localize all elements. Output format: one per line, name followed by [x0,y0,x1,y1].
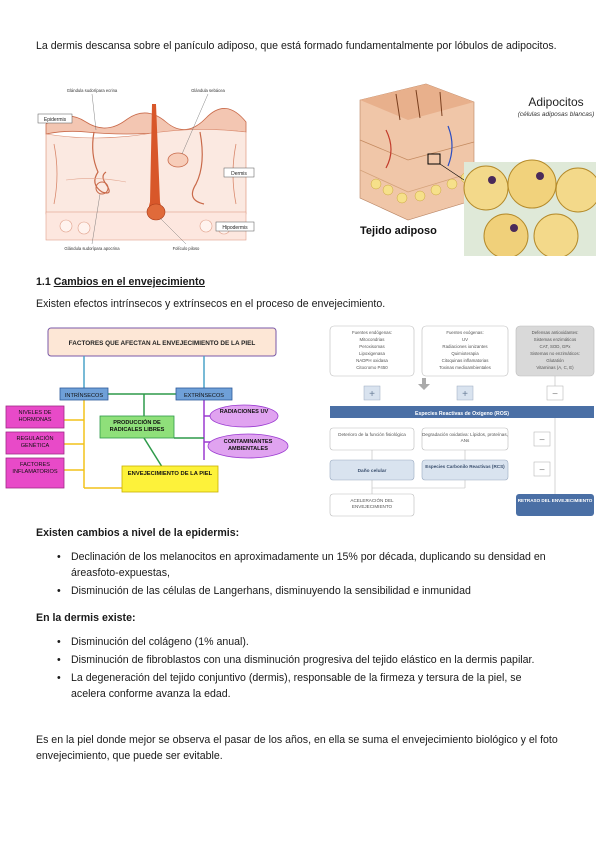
exogenous-item: Citoquinas inflamatorias [442,358,490,363]
minus-lower: − [539,465,545,476]
plus-exogenous: + [462,389,468,400]
label-hypodermis: Hipodermis [222,225,248,231]
aging-acceleration: ACELERACIÓN DEL ENVEJECIMIENTO [350,498,394,509]
exogenous-title: Fuentes exógenas: [446,330,483,335]
inflammatory-label: FACTORES INFLAMATORIOS [12,462,58,475]
dermis-heading: En la dermis existe: [36,612,136,624]
adipocytes-subtitle: (células adiposas blancas) [518,111,595,118]
epidermis-list: Declinación de los melanocitos en aproxi… [36,549,556,601]
antioxidant-item: Sistemas no enzimáticos: [530,351,580,356]
physiological-decline: Deterioro de la función fisiológica [338,432,406,437]
adipose-tissue-figure: Adipocitos (células adiposas blancas) Te… [356,80,596,256]
section-title: Cambios en el envejecimiento [53,276,205,288]
label-epidermis: Epidermis [44,117,67,123]
skin-structure-figure: Epidermis Dermis Hipodermis Glándula sud… [36,84,274,256]
minus-antioxidant: − [552,389,558,400]
antioxidant-item: CAT, SOD, GPx [540,344,572,349]
exogenous-item: UV [462,337,468,342]
antioxidant-title: Defensas antioxidantes: [532,330,579,335]
rcs-box: Especies Carbonilo Reactivas (RCS) [425,464,505,469]
list-item: Declinación de los melanocitos en aproxi… [36,549,556,581]
intrinsic-label: INTRÍNSECOS [65,392,103,399]
endogenous-item: Peroxisomas [359,344,385,349]
list-item: Disminución del colágeno (1% anual). [36,634,556,650]
endogenous-item: Citocromo P450 [356,365,388,370]
aging-factors-diagram: FACTORES QUE AFECTAN AL ENVEJECIMIENTO D… [4,320,294,498]
cell-damage-box: Daño celular [358,468,387,474]
oxidative-degradation: Degradación oxidativa: Lípidos, proteína… [422,432,508,443]
label-sebaceous-gland: Glándula sebácea [191,88,225,93]
ros-bar-label: Especies Reactivas de Oxígeno (ROS) [415,411,509,417]
intro-paragraph: La dermis descansa sobre el panículo adi… [36,40,557,52]
list-item: La degeneración del tejido conjuntivo (d… [36,670,556,702]
list-item: Disminución de fibroblastos con una dism… [36,652,556,668]
antioxidant-item: Glutatión [546,358,564,363]
endogenous-item: NADPH oxidasa [356,358,388,363]
exogenous-item: Quimioterapia [451,351,479,356]
endogenous-title: Fuentes endógenas: [352,330,392,335]
extrinsic-label: EXTRÍNSECOS [184,392,224,399]
aging-outcome-label: ENVEJECIMIENTO DE LA PIEL [127,471,213,477]
minus-middle: − [539,435,545,446]
epidermis-heading: Existen cambios a nivel de la epidermis: [36,527,240,539]
aging-delay: RETRASO DEL ENVEJECIMIENTO [517,498,593,503]
label-hair-follicle: Folículo piloso [173,246,200,251]
list-item: Disminución de las células de Langerhans… [36,583,556,599]
uv-label: RADIACIONES UV [219,409,269,415]
label-eccrine-gland: Glándula sudorípara ecrina [67,88,118,93]
antioxidant-item: Vitaminas (A, C, E) [536,365,574,370]
pollutants-label: CONTAMINANTES AMBIENTALES [223,439,273,452]
endogenous-item: Mitocondrias [360,337,386,342]
section-heading: 1.1 Cambios en el envejecimiento [36,276,205,288]
endogenous-item: Lipoxigenasa [359,351,385,356]
exogenous-item: Radiaciones ionizantes [442,344,488,349]
ros-aging-diagram: Fuentes endógenas: Mitocondrias Peroxiso… [326,322,596,518]
label-apocrine-gland: Glándula sudorípara apocrina [64,246,120,251]
exogenous-item: Toxinas medioambientales [439,365,492,370]
adipose-caption: Tejido adiposo [360,225,437,237]
free-radicals-label: PRODUCCIÓN DE RADICALES LIBRES [109,420,165,433]
hormones-label: NIVELES DE HORMONAS [18,410,52,423]
dermis-list: Disminución del colágeno (1% anual). Dis… [36,634,556,704]
section-intro-text: Existen efectos intrínsecos y extrínseco… [36,298,386,310]
section-number: 1.1 [36,276,51,288]
factors-main-title: FACTORES QUE AFECTAN AL ENVEJECIMIENTO D… [69,340,256,347]
label-dermis: Dermis [231,171,247,177]
adipocytes-title: Adipocitos [528,95,583,109]
antioxidant-item: Sistemas enzimáticos [534,337,577,342]
genetic-label: REGULACIÓN GENÉTICA [16,436,54,449]
plus-endogenous: + [369,389,375,400]
closing-paragraph: Es en la piel donde mejor se observa el … [36,734,558,762]
